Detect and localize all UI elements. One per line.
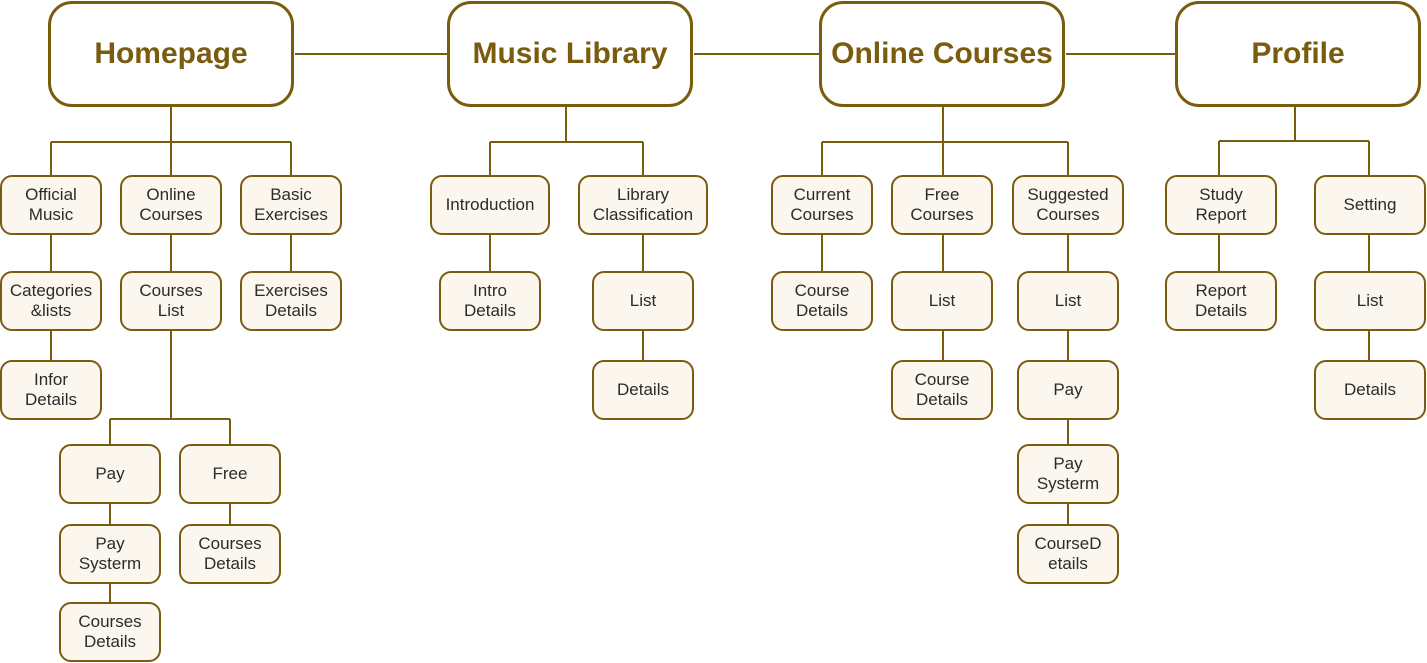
node-home-pay-systerm: Pay Systerm [59,524,161,584]
node-courses-pay: Pay [1017,360,1119,420]
node-library-details: Details [592,360,694,420]
node-current-course-details: Course Details [771,271,873,331]
node-current-courses: Current Courses [771,175,873,235]
main-node-profile: Profile [1175,1,1421,107]
node-coursedetails: CourseD etails [1017,524,1119,584]
node-suggested-courses: Suggested Courses [1012,175,1124,235]
node-courses-list: Courses List [120,271,222,331]
node-home-pay-courses-details: Courses Details [59,602,161,662]
node-free-course-details: Course Details [891,360,993,420]
main-node-music-library: Music Library [447,1,693,107]
node-profile-details: Details [1314,360,1426,420]
node-home-free-courses-details: Courses Details [179,524,281,584]
node-study-report: Study Report [1165,175,1277,235]
node-infor-details: Infor Details [0,360,102,420]
node-home-online-courses: Online Courses [120,175,222,235]
node-introduction: Introduction [430,175,550,235]
node-intro-details: Intro Details [439,271,541,331]
node-categories-lists: Categories &lists [0,271,102,331]
node-report-details: Report Details [1165,271,1277,331]
node-suggested-list: List [1017,271,1119,331]
node-setting: Setting [1314,175,1426,235]
node-home-pay: Pay [59,444,161,504]
node-home-free: Free [179,444,281,504]
node-official-music: Official Music [0,175,102,235]
main-node-online-courses: Online Courses [819,1,1065,107]
node-exercises-details: Exercises Details [240,271,342,331]
node-library-classification: Library Classification [578,175,708,235]
node-courses-pay-systerm: Pay Systerm [1017,444,1119,504]
node-free-courses: Free Courses [891,175,993,235]
node-profile-list: List [1314,271,1426,331]
node-basic-exercises: Basic Exercises [240,175,342,235]
main-node-homepage: Homepage [48,1,294,107]
node-free-list: List [891,271,993,331]
node-library-list: List [592,271,694,331]
